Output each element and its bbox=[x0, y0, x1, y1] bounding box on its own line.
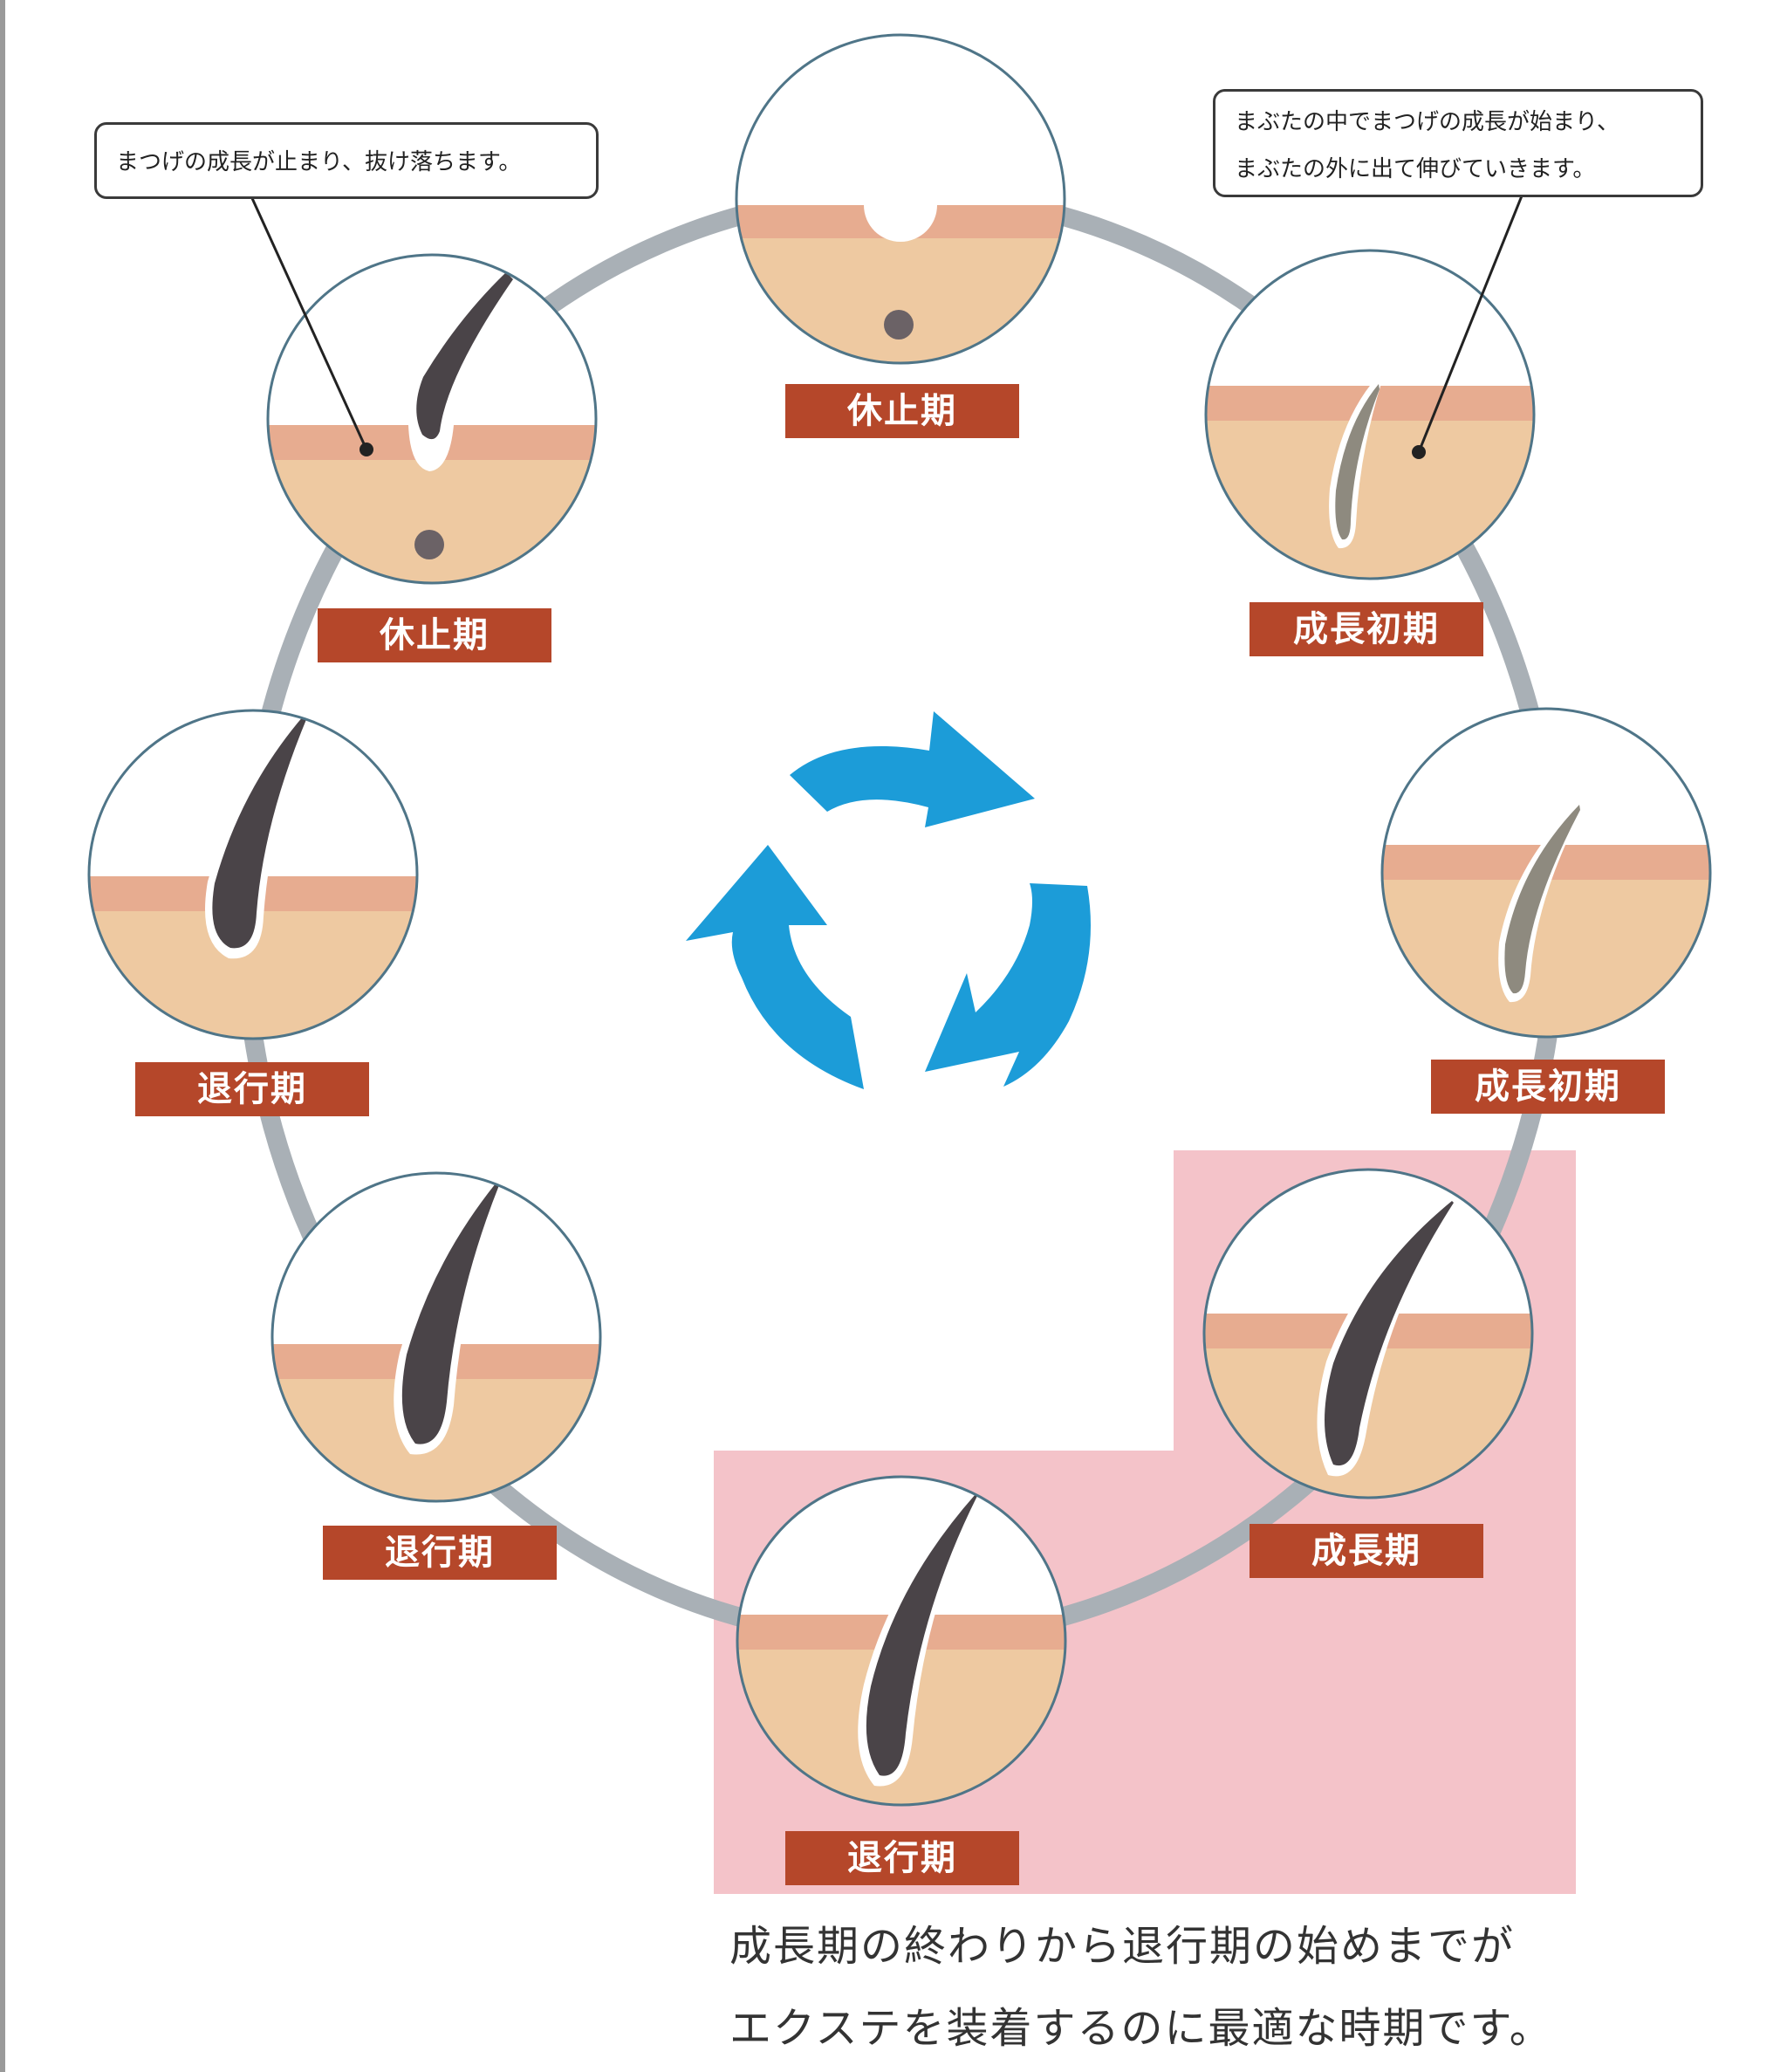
callout-shedding-text: まつげの成長が止まり、抜け落ちます。 bbox=[116, 149, 522, 175]
stage-label-bottom: 退行期 bbox=[785, 1831, 1019, 1885]
stage-label-right: 成長初期 bbox=[1431, 1060, 1665, 1114]
stage-circle-upper-left-shedding bbox=[268, 255, 596, 583]
caption-line2: エクステを装着するのに最適な時期です。 bbox=[729, 2004, 1553, 2053]
stage-label-left: 退行期 bbox=[135, 1062, 369, 1116]
dormant-bulb bbox=[884, 310, 914, 340]
stage-label-top: 休止期 bbox=[785, 384, 1019, 438]
stage-label-lower-right: 成長期 bbox=[1250, 1524, 1483, 1578]
stage-circle-lower-left-regression bbox=[272, 1173, 600, 1501]
callout-growth: まぶたの中でまつげの成長が始まり、 まぶたの外に出て伸びていきます。 bbox=[1213, 89, 1703, 197]
caption-line1: 成長期の終わりから退行期の始めまでが bbox=[729, 1922, 1516, 1971]
stage-label-lower-left: 退行期 bbox=[323, 1526, 557, 1580]
stage-circle-upper-right-early-growth bbox=[1206, 250, 1534, 579]
stage-circle-right-early-growth bbox=[1382, 709, 1710, 1037]
callout-pointer-shedding bbox=[250, 196, 368, 450]
stage-circle-top-resting bbox=[736, 35, 1065, 363]
callout-shedding: まつげの成長が止まり、抜け落ちます。 bbox=[94, 122, 599, 199]
dormant-bulb bbox=[414, 530, 444, 559]
callout-growth-line1: まぶたの中でまつげの成長が始まり、 bbox=[1235, 109, 1619, 135]
page-edge-line bbox=[0, 0, 5, 2072]
callout-growth-line2: まぶたの外に出て伸びていきます。 bbox=[1235, 156, 1596, 182]
callout-pointer-growth bbox=[1417, 193, 1524, 453]
stage-circle-lower-right-growth bbox=[1204, 1170, 1532, 1498]
cycle-arrows-icon bbox=[686, 711, 1091, 1089]
stage-label-upper-left: 休止期 bbox=[318, 608, 551, 662]
stage-label-upper-right: 成長初期 bbox=[1250, 602, 1483, 656]
stage-circle-left-regression bbox=[89, 710, 417, 1039]
